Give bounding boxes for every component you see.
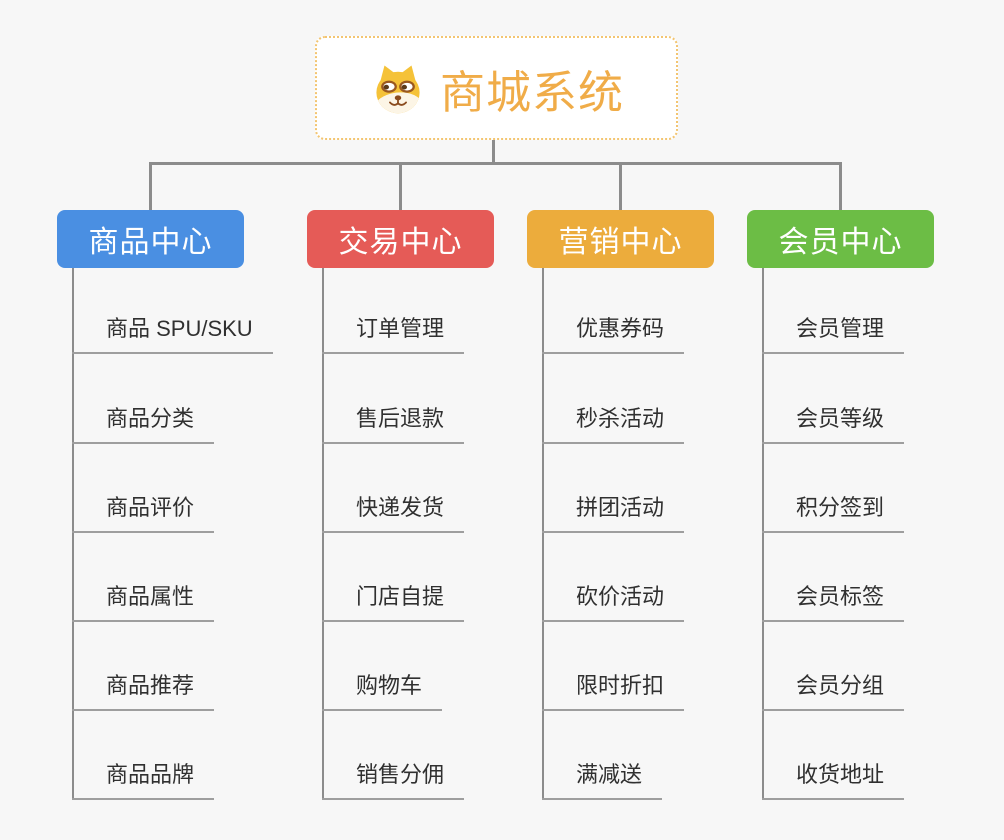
leaf-cell: 销售分佣 — [322, 711, 465, 800]
branch-node[interactable]: 会员中心 — [747, 210, 934, 268]
leaf-cell: 优惠券码 — [542, 268, 685, 354]
leaf-node[interactable]: 秒杀活动 — [542, 401, 685, 444]
leaf-node[interactable]: 商品 SPU/SKU — [72, 311, 273, 354]
leaf-cell: 收货地址 — [762, 711, 905, 800]
connector-branch-drop — [149, 162, 152, 210]
leaf-node[interactable]: 订单管理 — [322, 311, 465, 354]
leaf-node[interactable]: 会员等级 — [762, 401, 905, 444]
leaf-node[interactable]: 会员分组 — [762, 668, 905, 711]
branch-label: 交易中心 — [338, 226, 463, 259]
leaf-cell: 秒杀活动 — [542, 354, 685, 444]
connector-branch-spine — [322, 268, 324, 800]
leaf-cell: 商品 SPU/SKU — [72, 268, 273, 354]
connector-branch-spine — [762, 268, 764, 800]
leaf-cell: 订单管理 — [322, 268, 465, 354]
leaf-node[interactable]: 商品属性 — [72, 579, 215, 622]
root-title: 商城系统 — [439, 66, 624, 118]
leaf-cell: 满减送 — [542, 711, 684, 800]
leaf-node[interactable]: 限时折扣 — [542, 668, 685, 711]
branch-node[interactable]: 交易中心 — [307, 210, 494, 268]
connector-branch-spine — [72, 268, 74, 800]
leaf-column: 会员管理会员等级积分签到会员标签会员分组收货地址 — [762, 268, 905, 800]
shiba-dog-icon — [369, 61, 427, 115]
leaf-node[interactable]: 商品分类 — [72, 401, 215, 444]
connector-branch-spine — [542, 268, 544, 800]
leaf-cell: 会员分组 — [762, 622, 905, 711]
branch-node[interactable]: 营销中心 — [527, 210, 714, 268]
leaf-cell: 商品品牌 — [72, 711, 273, 800]
leaf-cell: 拼团活动 — [542, 444, 685, 533]
leaf-node[interactable]: 优惠券码 — [542, 311, 685, 354]
leaf-node[interactable]: 门店自提 — [322, 579, 465, 622]
leaf-cell: 会员等级 — [762, 354, 905, 444]
root-node-mall-system[interactable]: 商城系统 — [315, 36, 678, 140]
leaf-node[interactable]: 售后退款 — [322, 401, 465, 444]
connector-root-stem — [492, 140, 495, 163]
leaf-node[interactable]: 砍价活动 — [542, 579, 685, 622]
connector-branch-drop — [399, 162, 402, 210]
connector-bus — [149, 162, 842, 165]
leaf-cell: 商品分类 — [72, 354, 273, 444]
leaf-node[interactable]: 商品评价 — [72, 490, 215, 533]
leaf-node[interactable]: 销售分佣 — [322, 757, 465, 800]
leaf-cell: 快递发货 — [322, 444, 465, 533]
leaf-node[interactable]: 商品推荐 — [72, 668, 215, 711]
leaf-node[interactable]: 商品品牌 — [72, 757, 215, 800]
branch-node[interactable]: 商品中心 — [57, 210, 244, 268]
connector-branch-drop — [839, 162, 842, 210]
leaf-cell: 商品推荐 — [72, 622, 273, 711]
leaf-node[interactable]: 积分签到 — [762, 490, 905, 533]
leaf-node[interactable]: 满减送 — [542, 757, 663, 800]
leaf-cell: 门店自提 — [322, 533, 465, 622]
leaf-column: 订单管理售后退款快递发货门店自提购物车销售分佣 — [322, 268, 465, 800]
leaf-cell: 限时折扣 — [542, 622, 685, 711]
leaf-cell: 会员管理 — [762, 268, 905, 354]
leaf-node[interactable]: 快递发货 — [322, 490, 465, 533]
leaf-cell: 商品评价 — [72, 444, 273, 533]
branch-label: 营销中心 — [558, 226, 683, 259]
leaf-node[interactable]: 会员标签 — [762, 579, 905, 622]
branch-label: 会员中心 — [778, 226, 903, 259]
leaf-cell: 积分签到 — [762, 444, 905, 533]
leaf-node[interactable]: 购物车 — [322, 668, 443, 711]
leaf-cell: 购物车 — [322, 622, 464, 711]
leaf-node[interactable]: 会员管理 — [762, 311, 905, 354]
leaf-cell: 砍价活动 — [542, 533, 685, 622]
leaf-cell: 商品属性 — [72, 533, 273, 622]
leaf-column: 商品 SPU/SKU 商品分类商品评价商品属性商品推荐商品品牌 — [72, 268, 273, 800]
leaf-node[interactable]: 拼团活动 — [542, 490, 685, 533]
branch-label: 商品中心 — [88, 226, 213, 259]
leaf-node[interactable]: 收货地址 — [762, 757, 905, 800]
leaf-cell: 会员标签 — [762, 533, 905, 622]
leaf-cell: 售后退款 — [322, 354, 465, 444]
connector-branch-drop — [619, 162, 622, 210]
leaf-column: 优惠券码秒杀活动拼团活动砍价活动限时折扣满减送 — [542, 268, 685, 800]
